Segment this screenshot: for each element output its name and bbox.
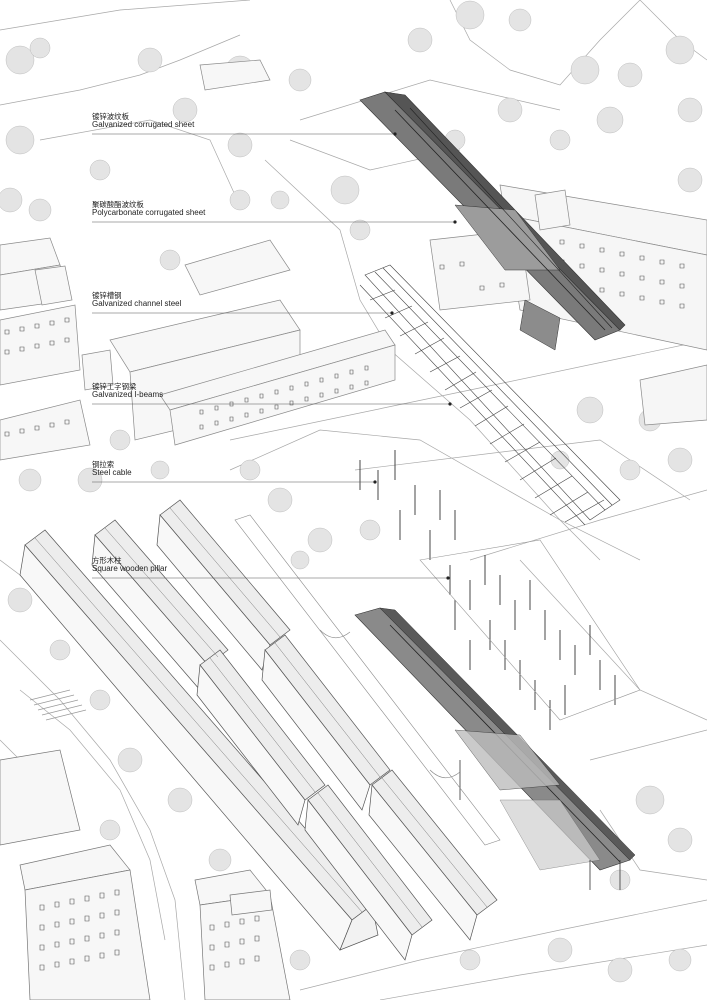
upper-canopy-roof bbox=[359, 91, 626, 351]
lower-canopy bbox=[354, 607, 636, 890]
label-zh: 钢拉索 bbox=[92, 460, 115, 469]
leader-dot-2 bbox=[453, 220, 457, 224]
label-steel-cable: 钢拉索 Steel cable bbox=[92, 460, 132, 478]
leader-lines bbox=[92, 133, 455, 579]
label-galvanized-channel-steel: 镀锌槽钢 Galvanized channel steel bbox=[92, 291, 182, 309]
label-en: Steel cable bbox=[92, 468, 132, 478]
label-zh: 聚碳酸酯波纹板 bbox=[92, 200, 144, 209]
label-polycarbonate-corrugated-sheet: 聚碳酸酯波纹板 Polycarbonate corrugated sheet bbox=[92, 200, 206, 218]
leader-dots bbox=[373, 132, 457, 580]
leader-dot-1 bbox=[393, 132, 397, 136]
label-galvanized-i-beams: 镀锌工字钢梁 Galvanized I-beams bbox=[92, 382, 164, 400]
label-en: Square wooden pillar bbox=[92, 564, 168, 574]
label-zh: 镀锌波纹板 bbox=[92, 112, 129, 121]
label-en: Galvanized corrugated sheet bbox=[92, 120, 195, 130]
path-strip bbox=[234, 514, 501, 846]
warehouse-ridges bbox=[34, 507, 488, 928]
label-zh: 镀锌槽钢 bbox=[92, 291, 122, 300]
label-en: Galvanized I-beams bbox=[92, 390, 164, 400]
label-en: Polycarbonate corrugated sheet bbox=[92, 208, 206, 218]
label-en: Galvanized channel steel bbox=[92, 299, 182, 309]
crosswalk bbox=[29, 689, 87, 721]
steel-frame bbox=[359, 264, 621, 526]
trees bbox=[0, 0, 703, 983]
buildings-upper-left bbox=[0, 59, 396, 461]
leader-dot-4 bbox=[448, 402, 452, 406]
leader-dot-5 bbox=[373, 480, 377, 484]
label-galvanized-corrugated-sheet: 镀锌波纹板 Galvanized corrugated sheet bbox=[92, 112, 195, 130]
pillar-field bbox=[359, 450, 616, 730]
pillar-ground bbox=[419, 539, 641, 721]
window-rows bbox=[4, 317, 369, 437]
label-zh: 镀锌工字钢梁 bbox=[92, 382, 137, 391]
buildings-lower-left bbox=[0, 749, 291, 1001]
lower-left-windows bbox=[39, 889, 260, 971]
label-square-wooden-pillar: 方形木柱 Square wooden pillar bbox=[92, 556, 168, 574]
label-zh: 方形木柱 bbox=[92, 556, 122, 565]
leader-dot-6 bbox=[446, 576, 450, 580]
leader-dot-3 bbox=[390, 311, 394, 315]
